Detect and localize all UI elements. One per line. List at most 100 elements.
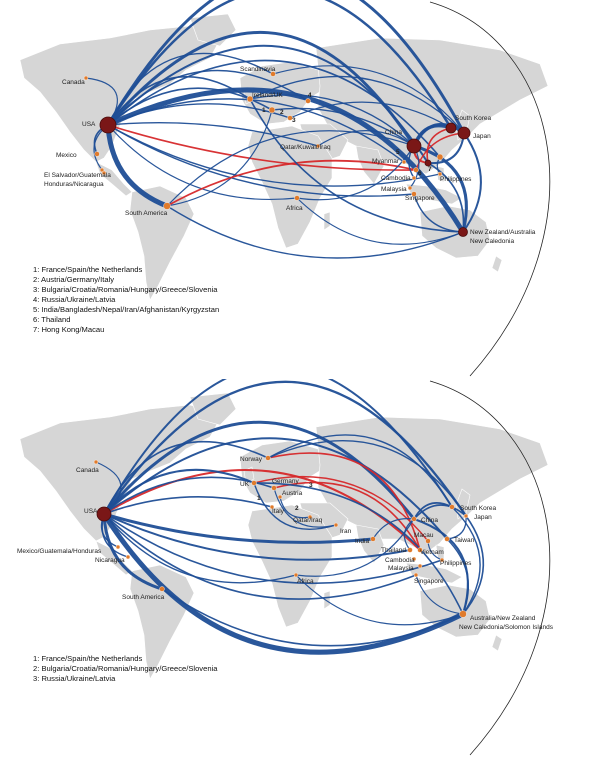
node-austria [277, 494, 283, 500]
node-cambodia [411, 556, 417, 562]
flow-usa-to-taiwan [107, 59, 441, 158]
node-label: Africa [297, 578, 314, 585]
node-label: Germany [272, 478, 299, 485]
node-singapore [413, 572, 419, 578]
flow-africa-to-china [296, 145, 415, 201]
node-south-korea [449, 504, 455, 510]
node-label: Australia/New Zealand [470, 615, 536, 622]
node-label: Singapore [405, 195, 435, 202]
node-label: New Caledonia [470, 238, 514, 245]
flow-oceania-to-hong-kong [427, 162, 465, 233]
flow-usa-to-south-america [105, 122, 170, 209]
node-canada [83, 75, 89, 81]
node-japan [457, 126, 471, 140]
node-label: Iran [340, 528, 352, 535]
node-africa [293, 572, 299, 578]
flow-usa-to-thailand [103, 513, 411, 561]
flow-usa-to-singapore [103, 513, 417, 600]
node-qatar [315, 143, 321, 149]
legend-item: 6: Thailand [33, 315, 71, 324]
node-label: India [355, 538, 369, 545]
node-singapore [411, 191, 417, 197]
flow-usa-to-africa [103, 513, 297, 584]
node-label: Austria [282, 490, 303, 497]
legend-2: 1: France/Spain/the Netherlands 2: Bulga… [33, 654, 217, 684]
flow-ireland-uk-to-china [249, 94, 415, 147]
node-label: USA [84, 508, 98, 515]
node-canada [93, 459, 99, 465]
node-myanmar [401, 159, 407, 165]
node-vietnam [417, 547, 423, 553]
flow-oceania-to-japan [462, 132, 482, 233]
region-number-marker: 3 [292, 117, 296, 124]
node-layer-1 [83, 71, 471, 237]
node-norway [265, 455, 271, 461]
node-label: Canada [62, 79, 85, 86]
flow-uk-to-oceania [253, 482, 464, 615]
world-map-2: USACanadaMexico/Guatemala/HondurasNicara… [17, 379, 554, 756]
flow-usa-to-italy [103, 496, 273, 515]
node-china [406, 138, 422, 154]
node-scandinavia [270, 71, 276, 77]
node-label: Philippines [440, 560, 472, 567]
node-taiwan [436, 153, 444, 161]
node-russia [305, 98, 311, 104]
flow-africa-to-oceania [296, 197, 464, 245]
node-label: Nicaragua [95, 557, 125, 564]
node-label: South Korea [460, 505, 497, 512]
land-layer-1 [19, 13, 549, 301]
node-africa [294, 195, 300, 201]
node-label: Qatar/Iraq [293, 517, 323, 524]
node-china [411, 516, 417, 522]
node-label: Philippines [440, 176, 472, 183]
map-edge-arc-1 [429, 1, 551, 377]
flow-usa-to-south-america [102, 512, 164, 591]
flow-usa-to-canada [85, 77, 118, 126]
flow-usa-to-uk [103, 468, 255, 515]
flow-germany-to-iran [273, 487, 337, 528]
land-new-zealand [491, 634, 503, 652]
flow-usa-to-china [106, 31, 416, 148]
node-label: China [385, 129, 402, 136]
land-greenland [189, 392, 237, 426]
node-layer-2 [93, 455, 469, 618]
land-layer-2 [19, 392, 549, 680]
flow-usa-to-south-korea [106, 0, 453, 130]
flow-singapore-to-oceania [415, 574, 464, 615]
region-number-marker: 1 [257, 495, 261, 502]
region-number-marker: 7 [428, 166, 432, 173]
flow-qatar-to-china [317, 130, 415, 147]
land-india [355, 524, 385, 564]
flow-usa-to-china [102, 420, 416, 521]
node-label: Macau [414, 532, 434, 539]
legend-item: 2: Austria/Germany/Italy [33, 275, 115, 284]
region-number-marker: 5 [396, 149, 400, 156]
node-label: South America [122, 594, 165, 601]
region-number-marker: 2 [280, 109, 284, 116]
flow-china-to-japan [413, 504, 467, 520]
node-europe [268, 106, 276, 114]
node-thailand [413, 167, 419, 173]
node-oceania [459, 610, 467, 618]
flow-austria-to-qatar-iraq [279, 496, 311, 519]
node-label: UK [240, 481, 250, 488]
node-label: El Salvador/Guatemala [44, 172, 111, 179]
node-iran [333, 522, 339, 528]
flow-usa-to-hong-kong [107, 44, 429, 164]
node-label: Vietnam [420, 549, 444, 556]
legend-item: 4: Russia/Ukraine/Latvia [33, 295, 116, 304]
node-label: Thailand [381, 547, 406, 554]
land-africa [247, 504, 333, 628]
node-label: USA [82, 121, 96, 128]
flow-europe-to-china [271, 107, 415, 147]
node-el-salvador [99, 167, 105, 173]
flow-usa-to-thailand [107, 124, 417, 171]
flow-norway-to-japan [267, 440, 467, 517]
legend-item: 1: France/Spain/the Netherlands [33, 265, 143, 274]
legend-item: 5: India/Bangladesh/Nepal/Iran/Afghanist… [33, 305, 220, 314]
region-number-marker: 2 [295, 505, 299, 512]
